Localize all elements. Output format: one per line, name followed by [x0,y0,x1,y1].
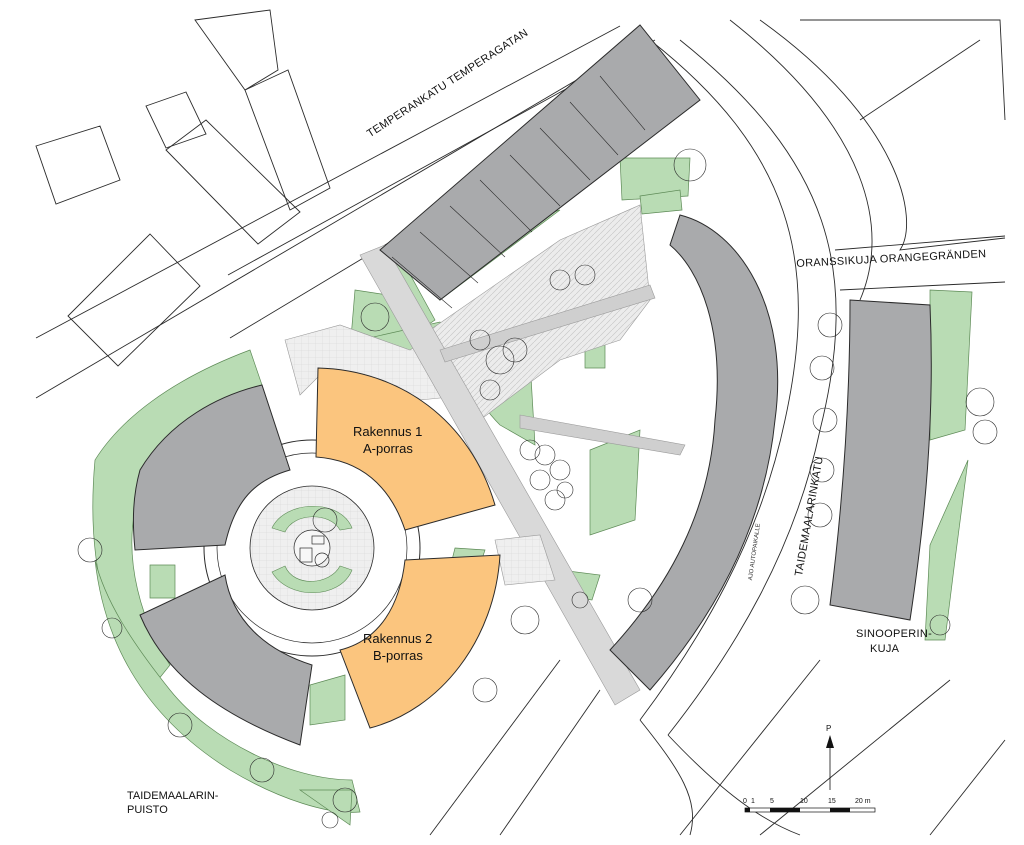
street-label-sinooperinkuja-1: SINOOPERIN- [856,628,933,640]
building-circle-southwest [139,574,313,746]
building-sinooperinkuja [829,299,932,621]
building-2-stair: B-porras [373,648,423,663]
circular-courtyard [203,439,421,657]
gray-buildings [132,24,932,746]
trees [77,148,998,829]
scale-tick-0: 0 [743,798,747,805]
park-label-2: PUISTO [127,804,168,816]
north-label: P [826,724,832,733]
building-1-stair: A-porras [363,441,413,456]
building-temperankatu [379,24,701,301]
building-taidemaalarinkatu [609,214,779,691]
street-label-sinooperinkuja-2: KUJA [870,643,900,655]
building-1-name: Rakennus 1 [353,424,423,439]
scale-tick-5: 5 [770,798,774,805]
building-2-name: Rakennus 2 [363,631,433,646]
scale-tick-20: 20 m [855,798,871,805]
north-arrow [826,735,834,790]
scale-tick-15: 15 [828,798,836,805]
scale-tick-1: 1 [751,798,755,805]
building-circle-west [132,384,291,551]
building-rakennus-2 [339,554,501,729]
scale-tick-10: 10 [800,798,808,805]
park-label-1: TAIDEMAALARIN- [127,790,219,802]
unit-dividers [391,75,646,309]
street-lines [35,19,1006,836]
neighbor-buildings [35,9,1006,367]
highlighted-buildings [315,367,501,729]
building-rakennus-1 [315,367,496,531]
scale-bar [744,807,876,813]
paved-areas [284,204,686,706]
